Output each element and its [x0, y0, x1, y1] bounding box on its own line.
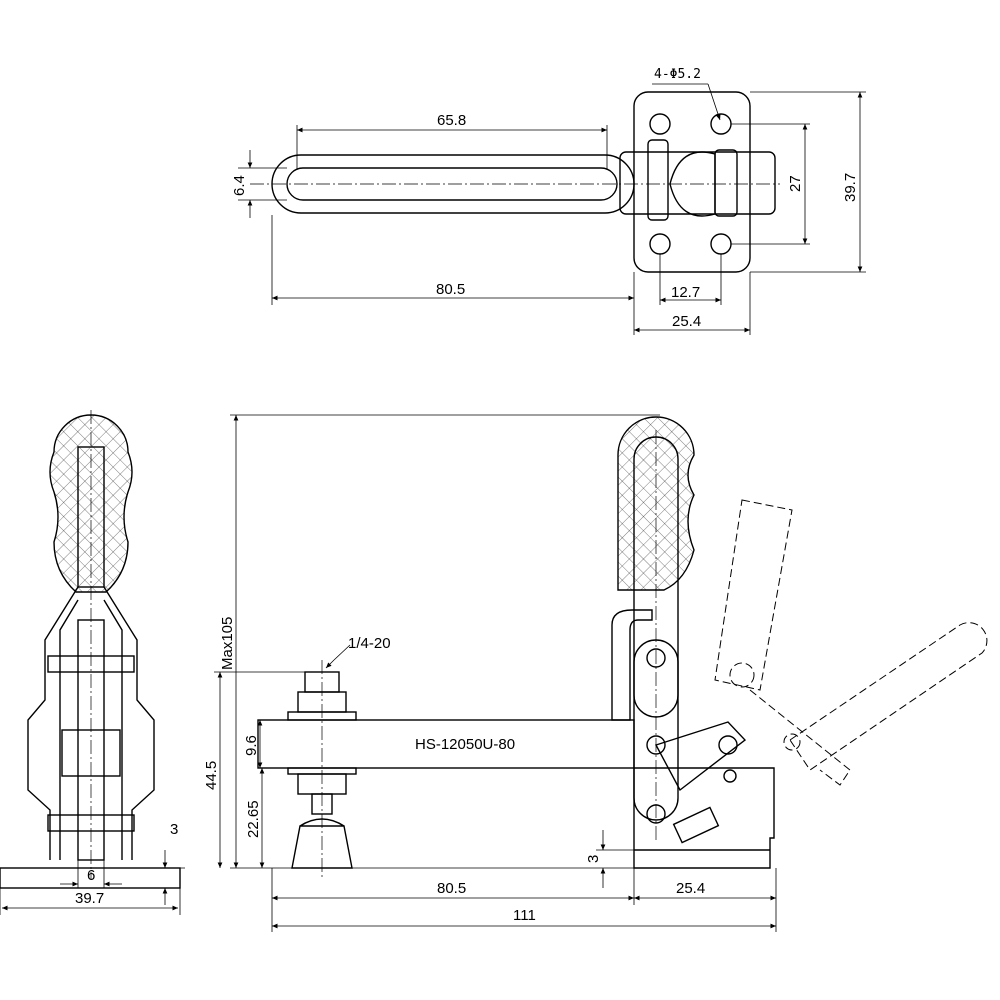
dim-base-length: 25.4 — [676, 880, 705, 897]
front-view: HS-12050U-80 1/4-20 Max105 — [203, 414, 988, 932]
dim-base-height: 39.7 — [842, 173, 859, 202]
dim-hole-spacing-x: 12.7 — [671, 284, 700, 301]
dim-spindle-offset: 22.65 — [245, 800, 262, 838]
clamp-base — [633, 767, 775, 869]
dim-bar-length: 80.5 — [437, 880, 466, 897]
dim-slot-width: 6.4 — [231, 175, 248, 196]
dim-bar-thickness: 9.6 — [243, 735, 260, 756]
handle-slot — [286, 167, 618, 201]
hole-callout: 4-Φ5.2 — [654, 67, 701, 82]
dim-spindle-height: 44.5 — [203, 761, 220, 790]
dim-base-width: 25.4 — [672, 313, 701, 330]
top-view: 65.8 6.4 80.5 12.7 25.4 27 39.7 4-Φ5.2 — [231, 67, 866, 335]
side-dim-base-thickness: 3 — [170, 821, 178, 838]
model-label: HS-12050U-80 — [415, 736, 515, 753]
side-dim-slot-width: 6 — [87, 867, 95, 884]
dim-total-length: 111 — [513, 907, 536, 924]
dim-hole-spacing-y: 27 — [787, 175, 804, 192]
thread-callout: 1/4-20 — [348, 635, 391, 652]
dim-max-height: Max105 — [219, 617, 236, 670]
side-view: 3 6 39.7 — [0, 410, 185, 915]
side-dim-base-width: 39.7 — [75, 890, 104, 907]
dim-base-thickness: 3 — [585, 855, 602, 863]
side-base — [0, 867, 181, 889]
base-plate — [633, 91, 751, 273]
dim-handle-length: 80.5 — [436, 281, 465, 298]
dim-slot-length: 65.8 — [437, 112, 466, 129]
